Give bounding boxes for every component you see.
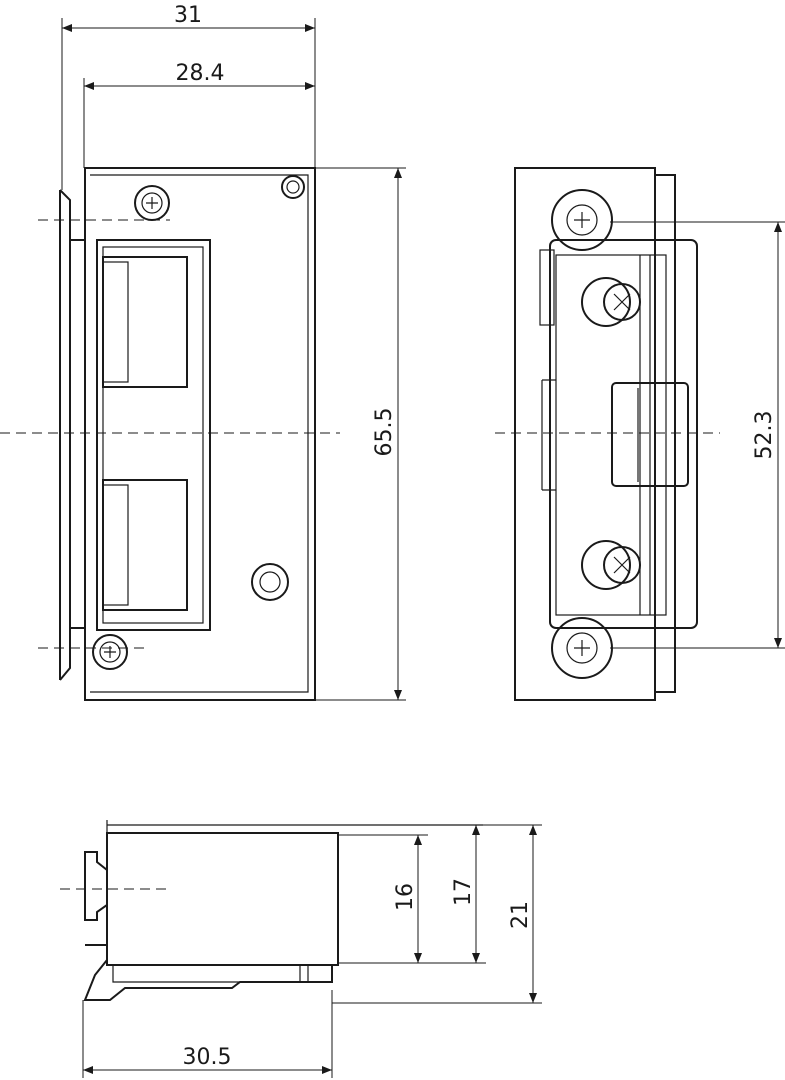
dimension-label: 17 (451, 878, 476, 906)
dimension-label: 52.3 (752, 411, 777, 460)
dimension-label: 65.5 (372, 408, 397, 457)
screw-icon (581, 277, 641, 327)
dimension-label: 31 (174, 3, 202, 28)
screw-icon (92, 634, 128, 670)
screw-icon (551, 189, 613, 251)
dimension-label: 16 (393, 883, 418, 911)
front-view: 31 28.4 65.5 (0, 3, 406, 701)
dimension-label: 21 (508, 901, 533, 929)
side-view: 52.3 (495, 167, 785, 701)
screw-icon (581, 540, 641, 590)
screw-icon (134, 185, 170, 221)
dimension-label: 30.5 (183, 1045, 232, 1070)
bottom-view: 16 17 21 30.5 (60, 820, 542, 1078)
dimension-label: 28.4 (176, 61, 225, 86)
